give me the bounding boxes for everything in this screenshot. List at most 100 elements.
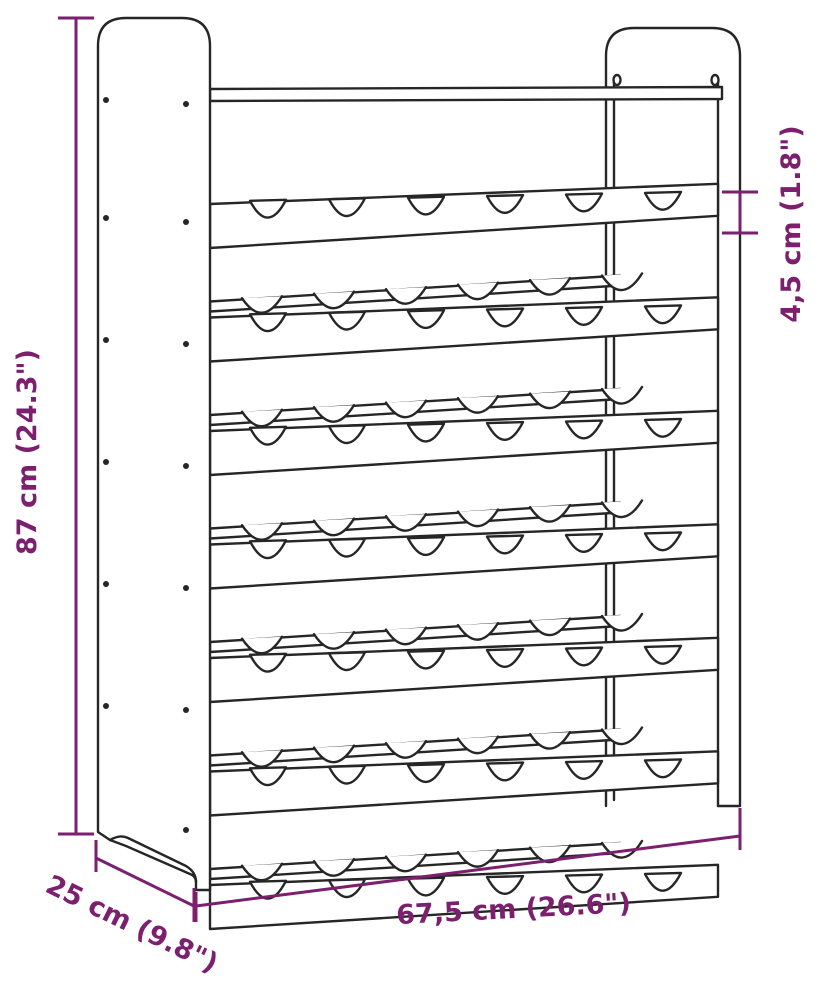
front-bottle-slot — [643, 758, 683, 779]
panel-bolt-holes — [103, 97, 189, 833]
rear-bottle-slot — [528, 390, 572, 410]
rear-bottle-slot — [528, 617, 572, 637]
rear-bottle-slot — [456, 394, 500, 414]
right-top-peg — [612, 73, 622, 87]
rear-bottle-slot — [240, 408, 284, 428]
bolt-hole-dot — [183, 827, 189, 833]
width-dimension-line — [195, 834, 741, 908]
rear-bottle-slot — [528, 844, 572, 864]
front-bottle-slot — [327, 764, 367, 785]
rear-bottle-slot — [240, 635, 284, 655]
rear-bottle-slot — [528, 730, 572, 750]
front-bottle-slot — [643, 190, 683, 211]
height-dimension: 87 cm (24.3") — [12, 16, 94, 836]
rear-bottle-slot — [456, 508, 500, 528]
rear-bottle-slot — [384, 512, 428, 532]
front-bottle-slot — [643, 871, 683, 892]
rear-bottle-slot — [312, 517, 356, 537]
rear-bottle-slot — [312, 403, 356, 423]
front-bottle-slot — [485, 307, 525, 328]
front-bottle-slot — [327, 878, 367, 899]
front-bottle-slot — [406, 195, 446, 216]
rear-bottle-slot — [456, 621, 500, 641]
rear-bottle-slot — [600, 726, 644, 746]
bolt-hole-dot — [183, 101, 189, 107]
front-bottle-slot — [327, 424, 367, 445]
front-bottle-slot — [564, 192, 604, 213]
rear-bottle-slot — [384, 853, 428, 873]
rear-bottle-slot — [456, 281, 500, 301]
front-bottle-slot — [485, 647, 525, 669]
front-bottle-slot — [406, 876, 446, 897]
bolt-hole-dot — [103, 459, 109, 465]
rear-bottle-slot — [600, 499, 644, 519]
height-label: 87 cm (24.3") — [12, 349, 43, 555]
front-bottle-slot — [643, 644, 683, 665]
front-bottle-slot — [564, 759, 604, 780]
bolt-hole-dot — [103, 215, 109, 221]
rear-bottle-slot — [384, 399, 428, 419]
rear-bottle-slot — [600, 272, 644, 292]
front-bottle-slot — [643, 531, 683, 552]
left-side-panel — [96, 16, 212, 892]
front-bottle-slot — [327, 197, 367, 218]
rear-bottle-slot — [384, 285, 428, 305]
front-bottle-slot — [327, 537, 367, 558]
front-bottle-slot — [327, 310, 367, 331]
bolt-hole-dot — [183, 707, 189, 713]
shelf-thickness-dimension: 4,5 cm (1.8") — [722, 125, 807, 323]
front-bottle-slot — [327, 651, 367, 672]
front-bottle-slot — [248, 766, 288, 787]
front-bottle-slot — [248, 652, 288, 673]
front-bottle-slot — [406, 308, 446, 330]
front-bottle-slot — [406, 422, 446, 443]
rear-bottle-slot — [600, 385, 644, 405]
rear-bottle-slot — [312, 630, 356, 650]
bolt-hole-dot — [103, 337, 109, 343]
rear-bottle-slot — [456, 848, 500, 868]
rear-bottle-slot — [384, 626, 428, 646]
rear-bottle-slot — [312, 290, 356, 310]
front-bottle-slot — [564, 873, 604, 894]
front-bottle-slot — [248, 539, 288, 560]
front-bottle-slot — [248, 312, 288, 333]
front-bottle-slot — [485, 874, 525, 896]
depth-dimension-line — [95, 856, 195, 908]
front-bottle-slot — [406, 762, 446, 784]
top-rail — [208, 85, 724, 103]
shelf-thickness-label: 4,5 cm (1.8") — [776, 125, 807, 322]
rear-bottle-slot — [456, 735, 500, 755]
front-bottle-slot — [406, 535, 446, 557]
rear-bottle-slot — [600, 612, 644, 632]
bolt-hole-dot — [103, 97, 109, 103]
bolt-hole-dot — [103, 581, 109, 587]
rear-bottle-slot — [240, 522, 284, 541]
front-bottle-slot — [485, 534, 525, 555]
rear-bottle-slot — [384, 739, 428, 759]
bolt-hole-dot — [183, 585, 189, 591]
front-bottle-slot — [485, 420, 525, 442]
front-bottle-slot — [643, 417, 683, 438]
front-bottle-slot — [485, 761, 525, 782]
front-bottle-slot — [564, 646, 604, 667]
front-bottle-slot — [643, 304, 683, 325]
bolt-hole-dot — [103, 703, 109, 709]
front-bottle-slot — [564, 305, 604, 326]
bolt-hole-dot — [183, 341, 189, 347]
bolt-hole-dot — [183, 219, 189, 225]
rear-bottle-slot — [528, 503, 572, 523]
rear-bottle-slot — [240, 749, 284, 768]
left-panel-foot-notch — [108, 835, 198, 884]
rear-bottle-slot — [240, 295, 284, 314]
front-bottle-slot — [564, 532, 604, 553]
front-bottle-slot — [248, 425, 288, 446]
rear-bottle-slot — [240, 862, 284, 882]
front-bottle-slot — [406, 649, 446, 670]
right-top-peg — [710, 73, 720, 87]
front-bottle-slot — [248, 879, 288, 900]
rear-bottle-slot — [528, 276, 572, 296]
front-bottle-slot — [248, 198, 288, 219]
bolt-hole-dot — [183, 463, 189, 469]
rear-bottle-slot — [312, 857, 356, 877]
